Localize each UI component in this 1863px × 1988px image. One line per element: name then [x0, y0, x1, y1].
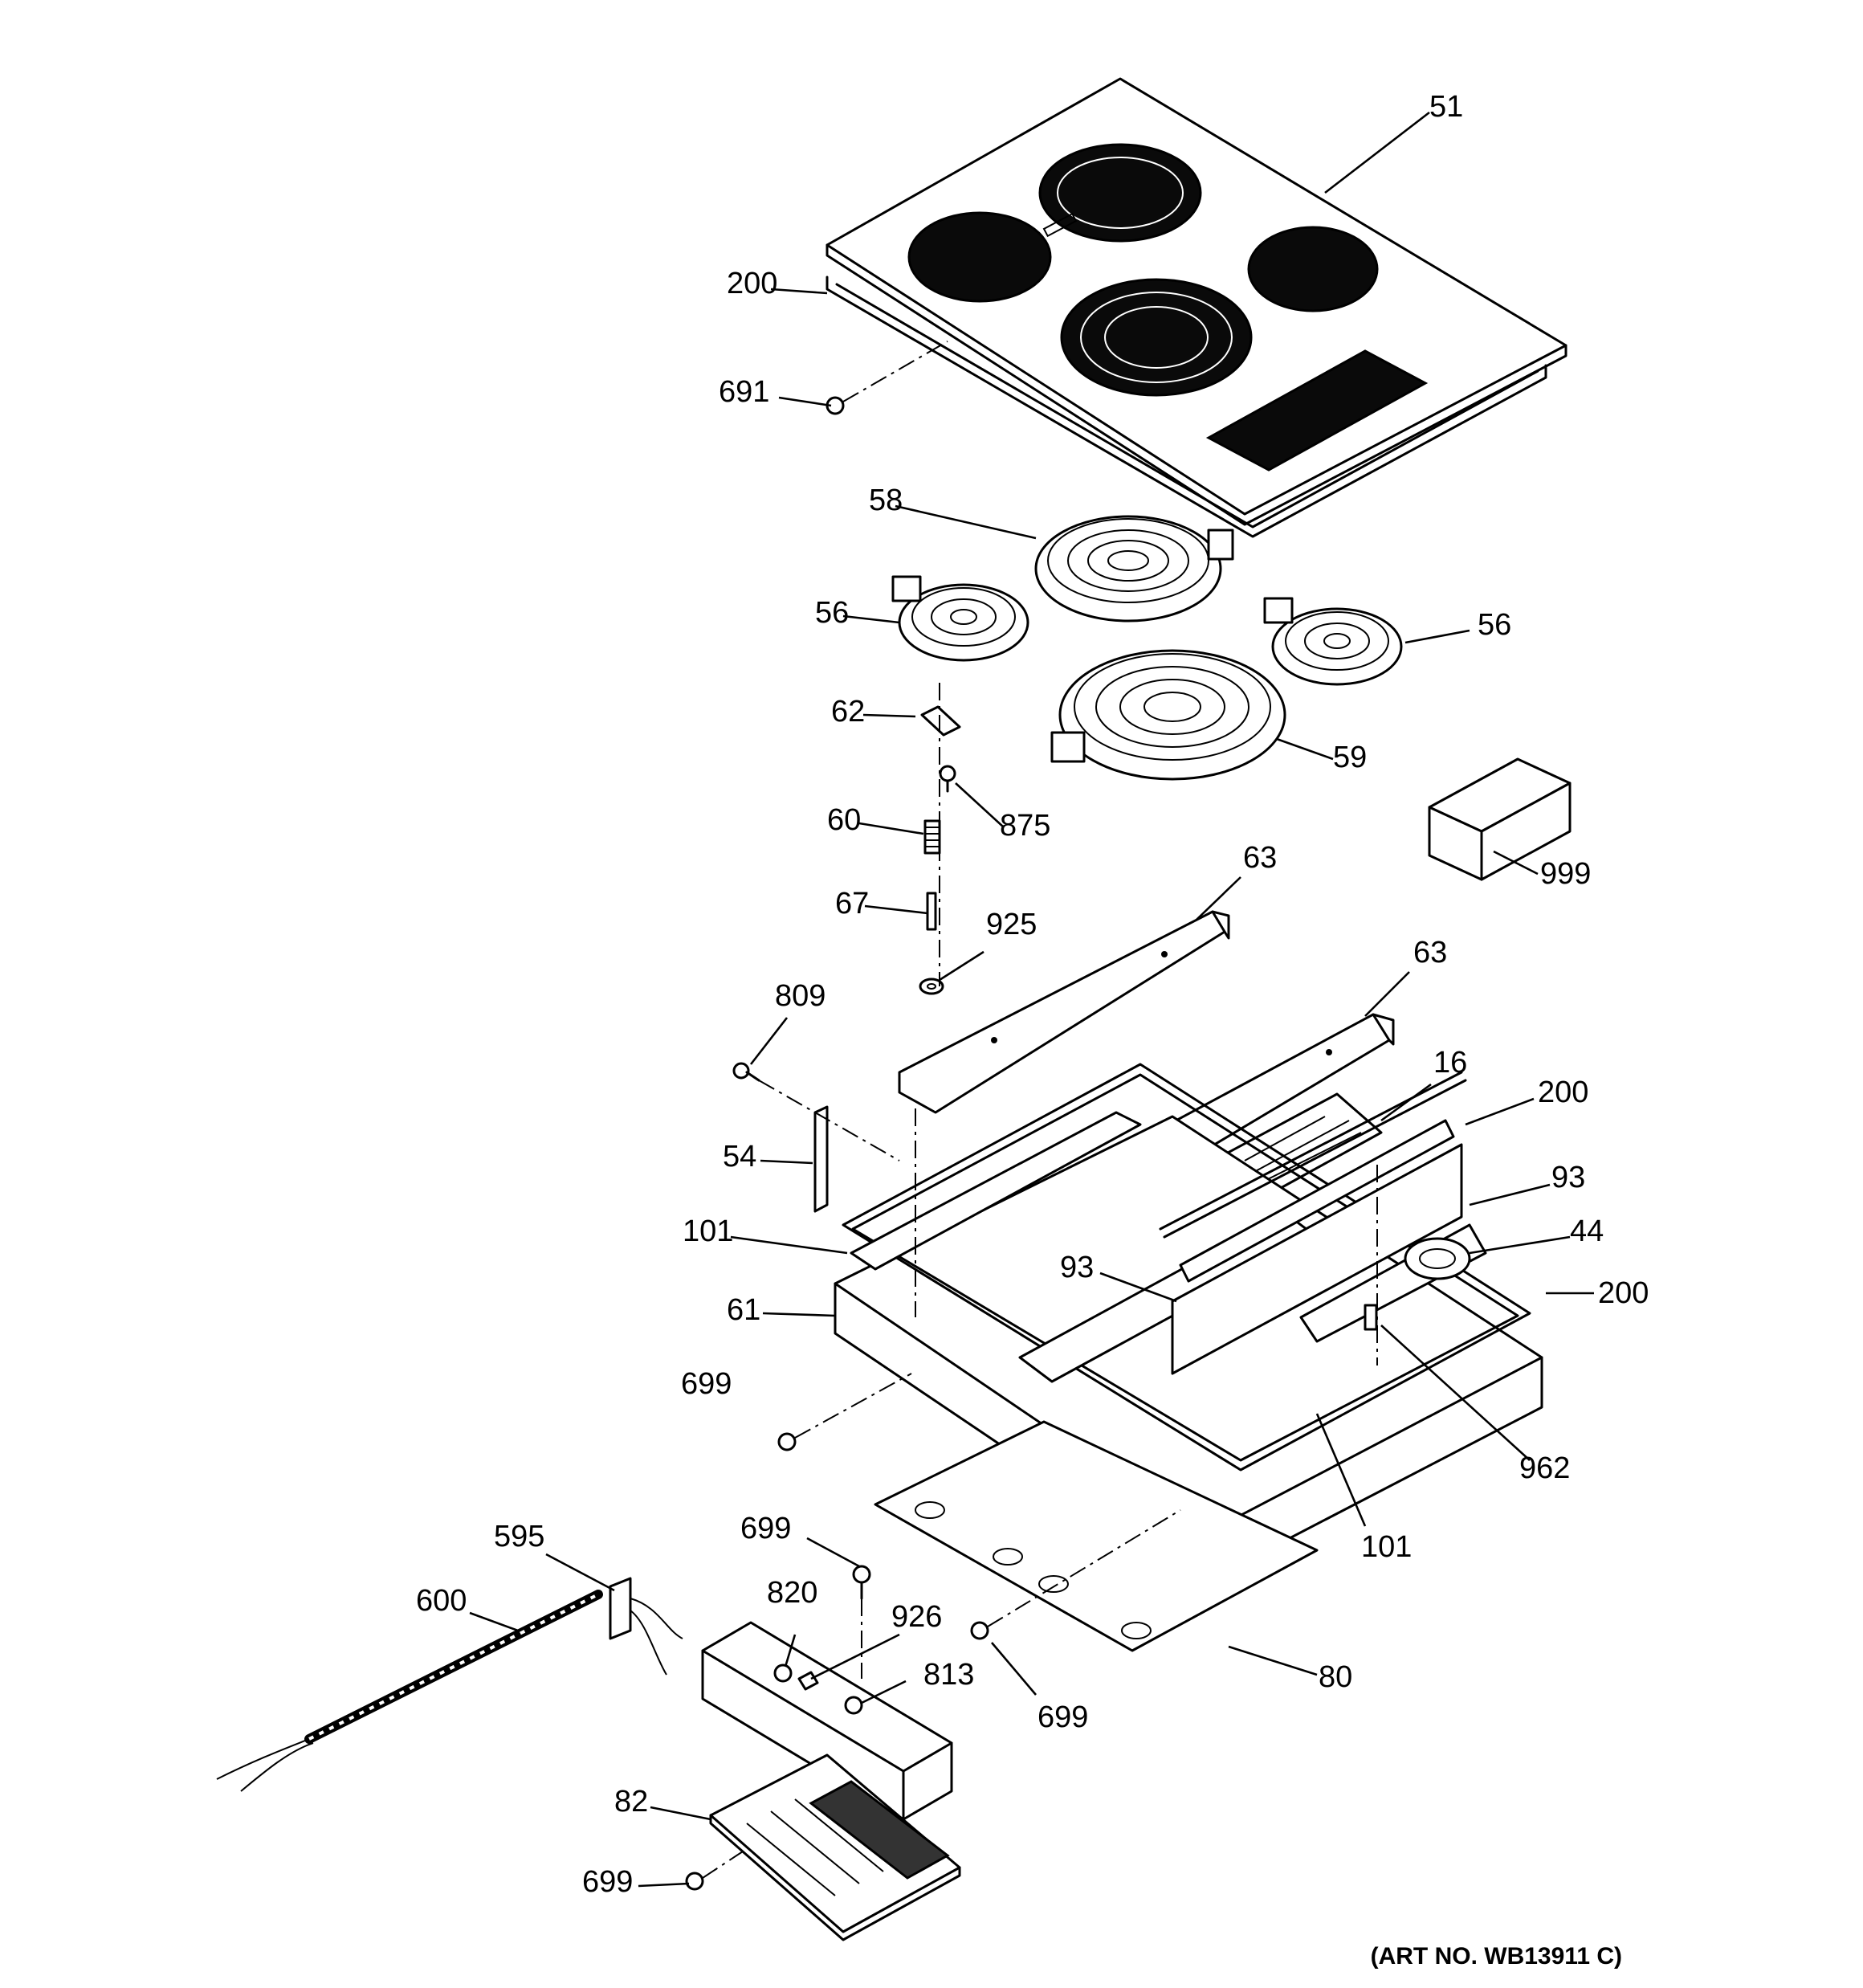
- callout-63-lower: 63: [1413, 936, 1447, 970]
- callout-82: 82: [614, 1785, 648, 1819]
- callout-699-mid: 699: [681, 1367, 732, 1401]
- washer-925: [919, 978, 944, 995]
- radiant-element-56-left: [891, 575, 1029, 662]
- callout-875: 875: [1000, 809, 1050, 843]
- bracket-54: [813, 1105, 829, 1213]
- grommet-44: [1404, 1237, 1471, 1280]
- callout-67: 67: [835, 887, 869, 921]
- pin-67: [926, 892, 937, 931]
- callout-93-center: 93: [1060, 1251, 1094, 1284]
- callout-62: 62: [831, 695, 865, 729]
- callout-44: 44: [1570, 1214, 1604, 1248]
- callout-809: 809: [775, 979, 826, 1013]
- callout-51: 51: [1429, 90, 1463, 124]
- screw-699-c: [970, 1621, 989, 1640]
- callout-699-bottom: 699: [582, 1865, 633, 1899]
- callout-56-right: 56: [1478, 608, 1511, 642]
- leader-lines: [469, 111, 1594, 1888]
- gasket-200-frame: [842, 1063, 1531, 1472]
- strain-relief-595: [609, 1577, 683, 1676]
- clip-926: [797, 1671, 819, 1691]
- electronic-control-82: [709, 1753, 961, 1941]
- callout-54: 54: [723, 1140, 756, 1174]
- callout-925: 925: [986, 908, 1037, 941]
- screw-875: [939, 765, 956, 793]
- callout-699-upper: 699: [740, 1512, 791, 1545]
- callout-63-upper: 63: [1243, 841, 1277, 875]
- callout-58: 58: [869, 484, 903, 517]
- callout-926: 926: [891, 1600, 942, 1634]
- callout-200-top: 200: [727, 267, 777, 300]
- screw-809: [732, 1062, 760, 1082]
- screw-820: [773, 1663, 793, 1683]
- callout-200-side: 200: [1538, 1076, 1588, 1109]
- callout-600: 600: [416, 1584, 467, 1618]
- callout-962: 962: [1519, 1451, 1570, 1485]
- screw-699-d: [685, 1872, 704, 1891]
- callout-101-bottom: 101: [1361, 1530, 1412, 1564]
- screw-699-b: [852, 1565, 871, 1600]
- gasket-200-top: [826, 276, 1547, 538]
- glass-cooktop-51: [826, 77, 1567, 526]
- callout-80: 80: [1319, 1660, 1352, 1694]
- callout-61: 61: [727, 1293, 760, 1327]
- rail-63-upper: [898, 910, 1230, 1114]
- callout-56-left: 56: [815, 596, 849, 630]
- screw-699-a: [777, 1432, 797, 1451]
- callout-691: 691: [719, 375, 769, 409]
- front-panel-93: [1171, 1119, 1463, 1375]
- bracket-62: [920, 705, 961, 737]
- radiant-element-59: [1050, 649, 1286, 781]
- callout-813: 813: [923, 1658, 974, 1692]
- callout-200-right: 200: [1598, 1276, 1649, 1310]
- radiant-element-58: [1034, 515, 1234, 623]
- callout-595: 595: [494, 1520, 544, 1553]
- callout-820: 820: [767, 1576, 817, 1610]
- callout-60: 60: [827, 803, 861, 837]
- callout-93-right: 93: [1551, 1161, 1585, 1194]
- callout-999: 999: [1540, 857, 1591, 891]
- radiant-element-56-right: [1263, 597, 1403, 686]
- bottom-plate-80: [874, 1420, 1319, 1652]
- sensor-962: [1364, 1304, 1378, 1331]
- screw-813: [844, 1696, 863, 1715]
- callout-59: 59: [1333, 741, 1367, 774]
- spring-60: [923, 819, 941, 855]
- callout-699-right: 699: [1037, 1700, 1088, 1734]
- power-cord-600: [216, 1590, 603, 1792]
- art-number: (ART NO. WB13911 C): [1371, 1943, 1622, 1970]
- callout-labels: 51 200 691 58 56 56 62 875 59 60 999 67 …: [416, 90, 1649, 1899]
- callout-16: 16: [1433, 1046, 1467, 1080]
- callout-101-left: 101: [683, 1214, 733, 1248]
